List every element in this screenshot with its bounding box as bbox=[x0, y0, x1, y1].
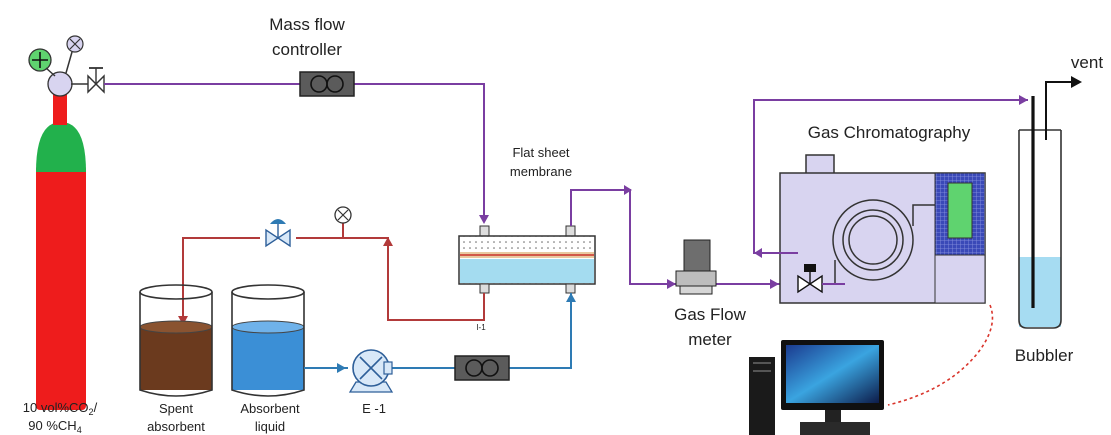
bubbler bbox=[1018, 76, 1082, 329]
gas-cylinder bbox=[28, 35, 105, 410]
arrow-icon bbox=[667, 279, 676, 289]
regulator-body bbox=[47, 71, 73, 97]
liquid-flow-meter bbox=[454, 355, 510, 381]
cylinder-neck bbox=[53, 93, 67, 125]
sample-loop-line bbox=[753, 99, 1028, 285]
cylinder-cap bbox=[36, 122, 86, 172]
gas-feed-line bbox=[104, 83, 485, 222]
absorbent-label-line2: liquid bbox=[255, 419, 285, 434]
arrow-icon bbox=[178, 316, 188, 325]
module-tag: I-1 bbox=[476, 323, 486, 332]
arrow-icon bbox=[566, 293, 576, 302]
cylinder-label-line2: 90 %CH4 bbox=[28, 418, 81, 435]
spent-label-line1: Spent bbox=[159, 401, 193, 416]
mass-flow-controller bbox=[299, 71, 355, 97]
gas-flow-meter bbox=[675, 239, 717, 295]
arrow-icon bbox=[624, 185, 632, 195]
membrane-label-line1: Flat sheet bbox=[512, 145, 569, 160]
flow-meter-label-line1: Gas Flow bbox=[674, 305, 747, 324]
membrane-label-line2: membrane bbox=[510, 164, 572, 179]
mfc-label-line2: controller bbox=[272, 40, 342, 59]
spent-label-line2: absorbent bbox=[147, 419, 205, 434]
signal-cable bbox=[887, 304, 994, 406]
arrow-icon bbox=[337, 363, 346, 373]
valve-icon bbox=[797, 264, 823, 294]
arrow-icon bbox=[479, 215, 489, 224]
computer-icon bbox=[749, 340, 884, 435]
valve-icon bbox=[265, 219, 291, 248]
arrow-icon bbox=[383, 237, 393, 246]
valve-icon bbox=[87, 67, 105, 94]
gas-chromatograph bbox=[779, 154, 986, 304]
cylinder-label-line1: 10 vol%CO2/ bbox=[23, 400, 98, 417]
arrow-icon bbox=[1071, 76, 1082, 88]
vent-label: vent bbox=[1071, 53, 1103, 72]
arrow-icon bbox=[1019, 95, 1028, 105]
cylinder-body bbox=[36, 165, 86, 410]
mfc-label-line1: Mass flow bbox=[269, 15, 345, 34]
gauge-icon bbox=[334, 206, 352, 224]
gc-label: Gas Chromatography bbox=[808, 123, 971, 142]
bubbler-label: Bubbler bbox=[1015, 346, 1074, 365]
spent-absorbent-beaker bbox=[139, 284, 213, 397]
pump-icon bbox=[348, 349, 394, 393]
absorbent-label-line1: Absorbent bbox=[240, 401, 300, 416]
liquid-return-line bbox=[182, 223, 485, 324]
arrow-icon bbox=[754, 248, 762, 258]
absorbent-liquid-beaker bbox=[231, 284, 305, 397]
arrow-icon bbox=[770, 279, 779, 289]
flow-meter-label-line2: meter bbox=[688, 330, 732, 349]
liquid-feed-line bbox=[304, 293, 572, 369]
pump-label: E -1 bbox=[362, 401, 386, 416]
membrane-module bbox=[458, 225, 596, 294]
